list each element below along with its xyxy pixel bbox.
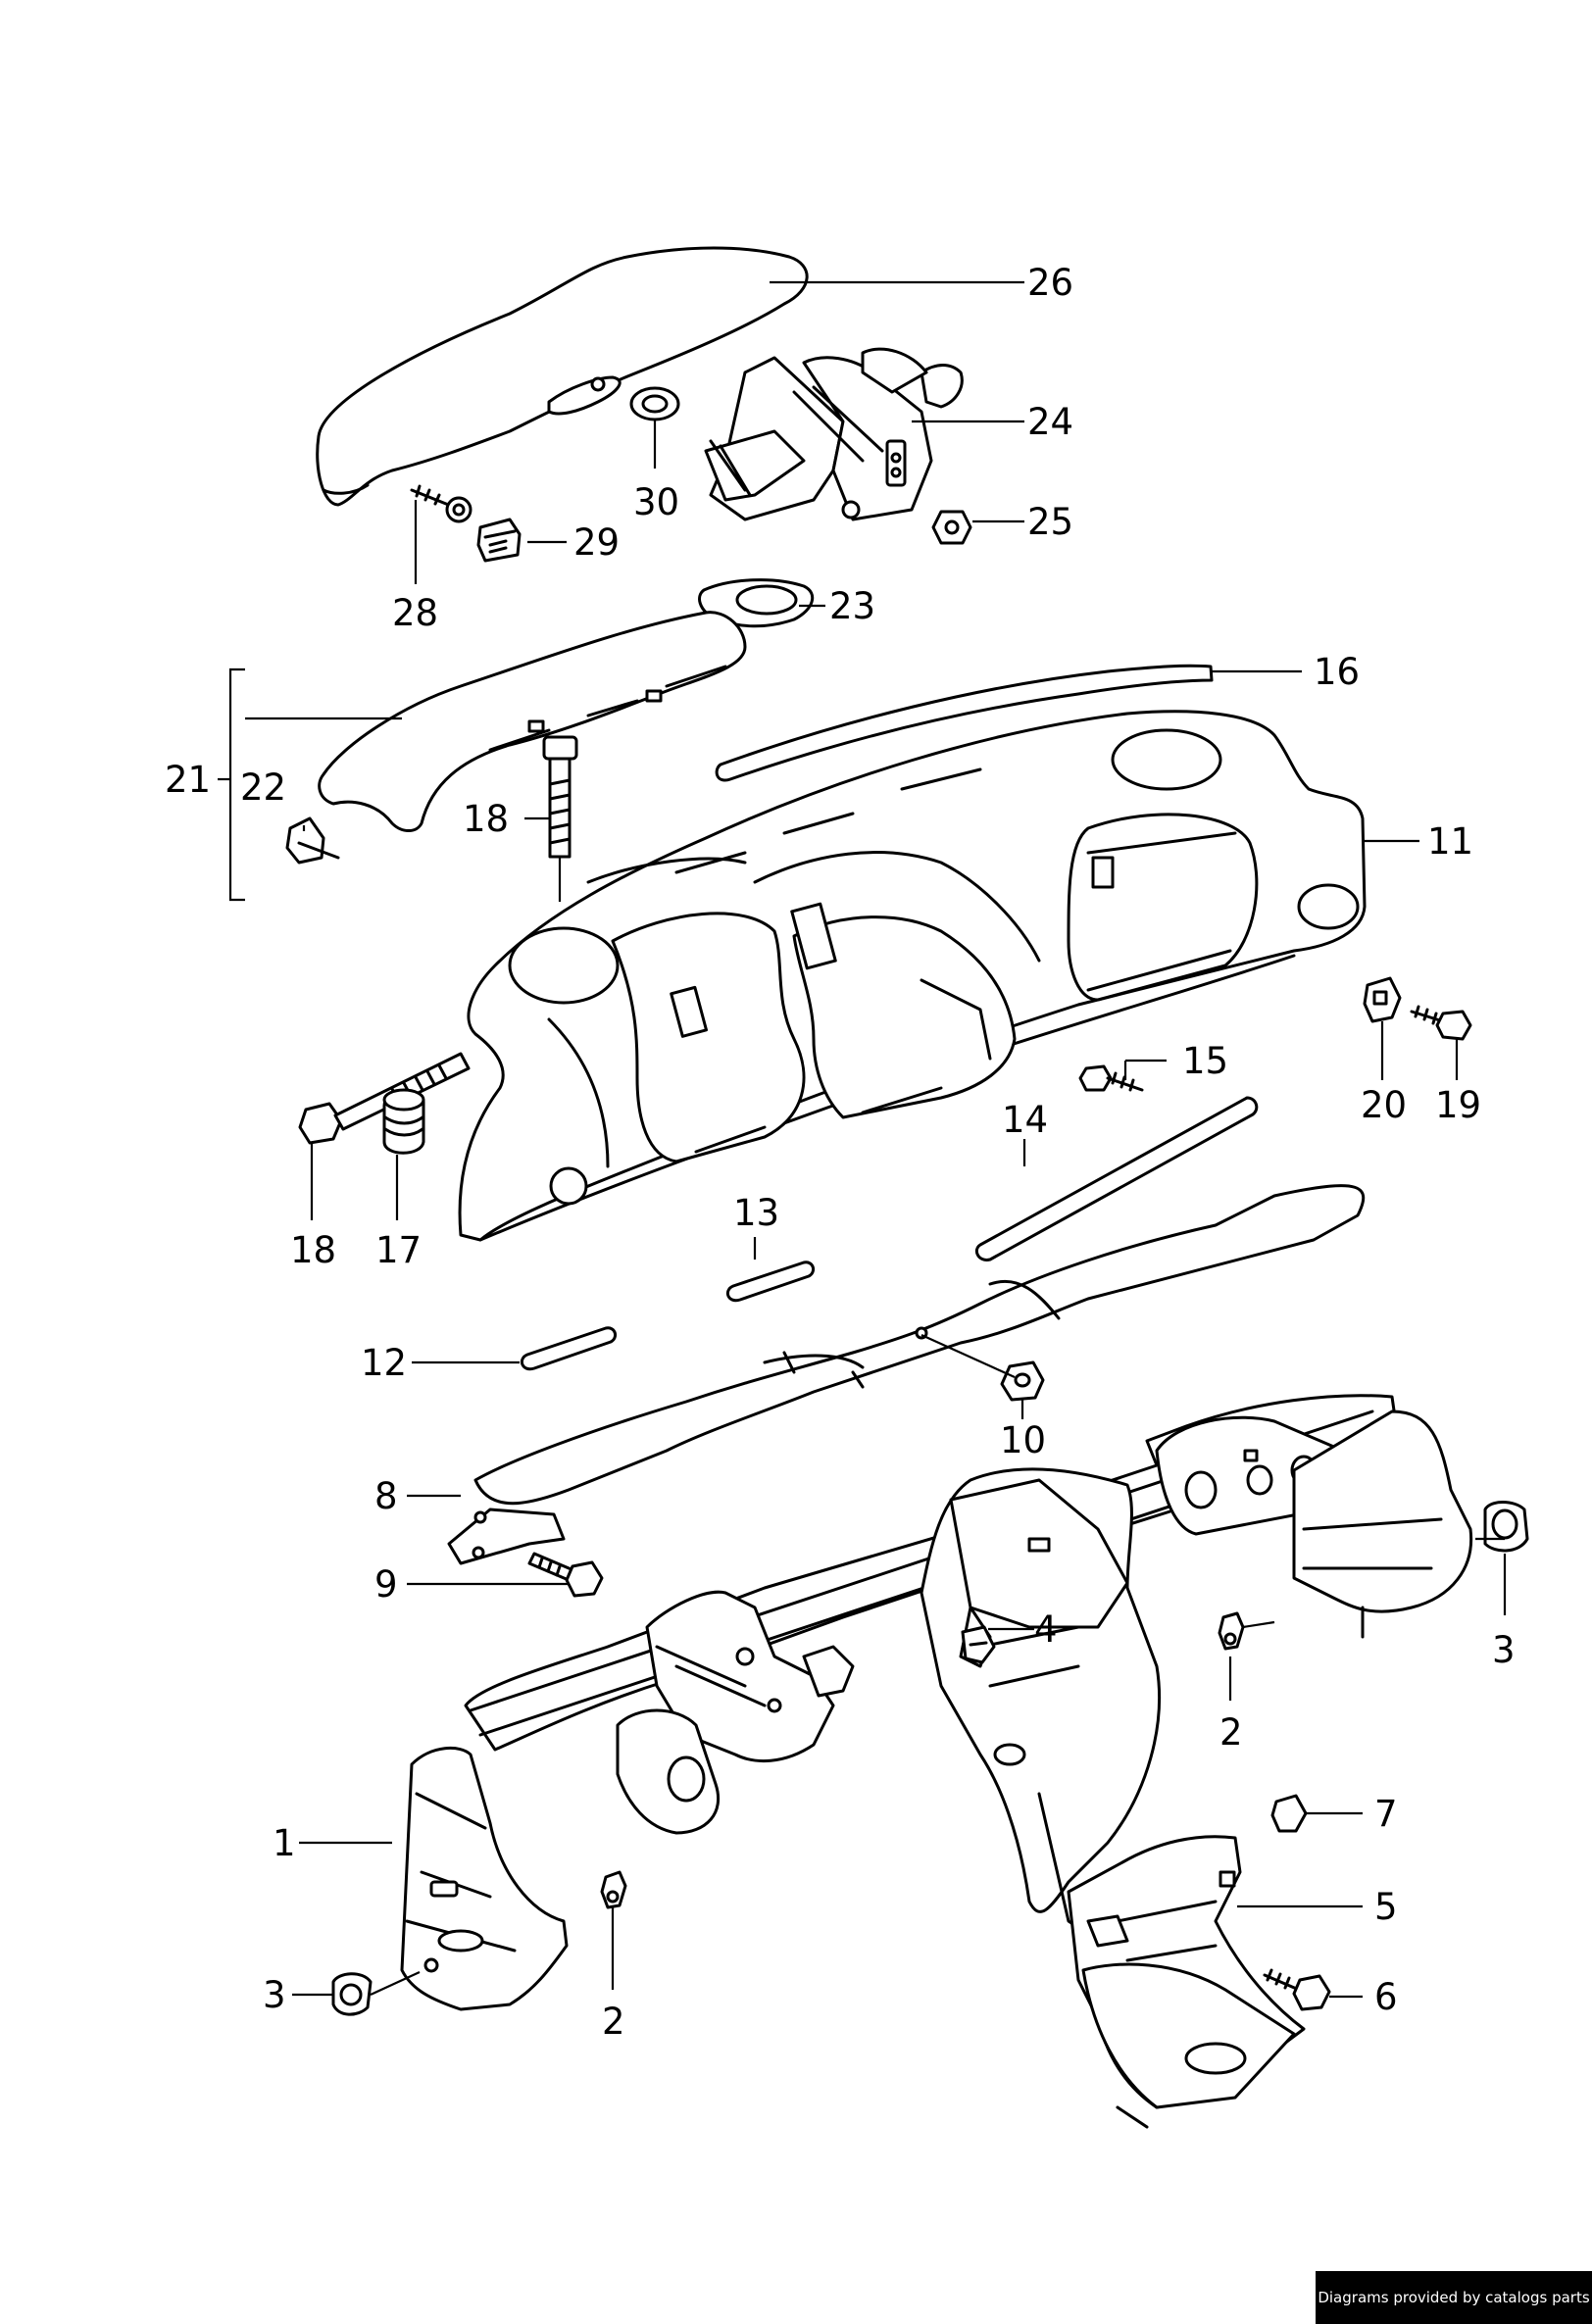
callout-6: 6 [1374, 1976, 1398, 2018]
callout-30: 30 [633, 481, 679, 523]
part-28-screw[interactable] [410, 484, 473, 523]
part-9-bolt[interactable] [527, 1552, 604, 1598]
callout-12: 12 [361, 1342, 407, 1384]
callout-22: 22 [240, 766, 286, 809]
part-18-bolt-upper[interactable] [542, 735, 578, 859]
callout-18-lower: 18 [290, 1229, 336, 1271]
part-3-grommet-left[interactable] [331, 1972, 373, 2016]
callout-11: 11 [1427, 820, 1473, 863]
callout-26: 26 [1027, 262, 1073, 304]
callout-3-right: 3 [1492, 1629, 1516, 1671]
callout-25: 25 [1027, 501, 1073, 543]
part-11-dashboard[interactable] [458, 710, 1367, 1242]
part-12-pin[interactable] [520, 1326, 618, 1371]
callout-19: 19 [1435, 1084, 1481, 1126]
part-20-clip-nut[interactable] [1363, 976, 1402, 1023]
part-30-grommet[interactable] [629, 386, 680, 421]
callout-21: 21 [165, 759, 211, 801]
callout-5: 5 [1374, 1886, 1398, 1928]
callout-15: 15 [1182, 1040, 1228, 1082]
callout-16: 16 [1314, 651, 1360, 693]
part-17-grommet[interactable] [382, 1088, 425, 1155]
callout-18-upper: 18 [463, 798, 509, 840]
callout-14: 14 [1002, 1099, 1048, 1141]
callout-1: 1 [273, 1822, 296, 1864]
callout-3-left: 3 [263, 1974, 286, 2016]
part-2-clip-left[interactable] [600, 1870, 627, 1909]
part-13-pin[interactable] [725, 1261, 816, 1303]
part-4-clip[interactable] [961, 1625, 996, 1664]
callout-17: 17 [375, 1229, 422, 1271]
part-24-bracket[interactable] [704, 347, 964, 521]
callout-labels: 26 24 25 30 29 28 23 16 21 22 18 11 15 2… [165, 262, 1516, 2043]
part-14-rod[interactable] [974, 1096, 1259, 1261]
callout-29: 29 [573, 521, 620, 564]
part-2-clip-right[interactable] [1218, 1611, 1245, 1651]
part-21-trim[interactable] [318, 611, 747, 832]
callout-13: 13 [733, 1192, 779, 1234]
part-5-lower-bracket[interactable] [1067, 1835, 1306, 2129]
callout-2-left: 2 [602, 2001, 625, 2043]
part-19-screw[interactable] [1410, 1005, 1472, 1041]
part-1-center-support[interactable] [920, 1467, 1161, 1933]
leader-lines [218, 280, 1507, 1999]
part-6-bolt[interactable] [1263, 1968, 1331, 2011]
callout-8: 8 [374, 1475, 398, 1517]
part-25-nut[interactable] [931, 510, 972, 545]
callout-4: 4 [1034, 1608, 1058, 1651]
part-29-clip[interactable] [476, 518, 522, 563]
part-8-cover[interactable] [447, 1184, 1366, 1565]
part-15-screw[interactable] [1078, 1064, 1144, 1092]
part-23-bezel[interactable] [698, 578, 815, 628]
callout-24: 24 [1027, 401, 1073, 443]
footer-credit: Diagrams provided by catalogs parts [1316, 2271, 1592, 2324]
callout-28: 28 [392, 592, 438, 634]
part-16-strip[interactable] [715, 664, 1214, 782]
part-1-column-bracket[interactable] [616, 1590, 855, 1835]
part-22-clip[interactable] [285, 816, 340, 865]
callout-23: 23 [829, 585, 875, 627]
callout-7: 7 [1374, 1793, 1398, 1835]
part-10-nut[interactable] [1000, 1360, 1045, 1402]
callout-2-right: 2 [1219, 1711, 1243, 1754]
part-26-cover[interactable] [316, 246, 809, 507]
part-7-clip[interactable] [1270, 1794, 1308, 1833]
callout-20: 20 [1361, 1084, 1407, 1126]
callout-9: 9 [374, 1563, 398, 1606]
part-3-grommet-right[interactable] [1483, 1501, 1529, 1553]
callout-10: 10 [1000, 1419, 1046, 1461]
